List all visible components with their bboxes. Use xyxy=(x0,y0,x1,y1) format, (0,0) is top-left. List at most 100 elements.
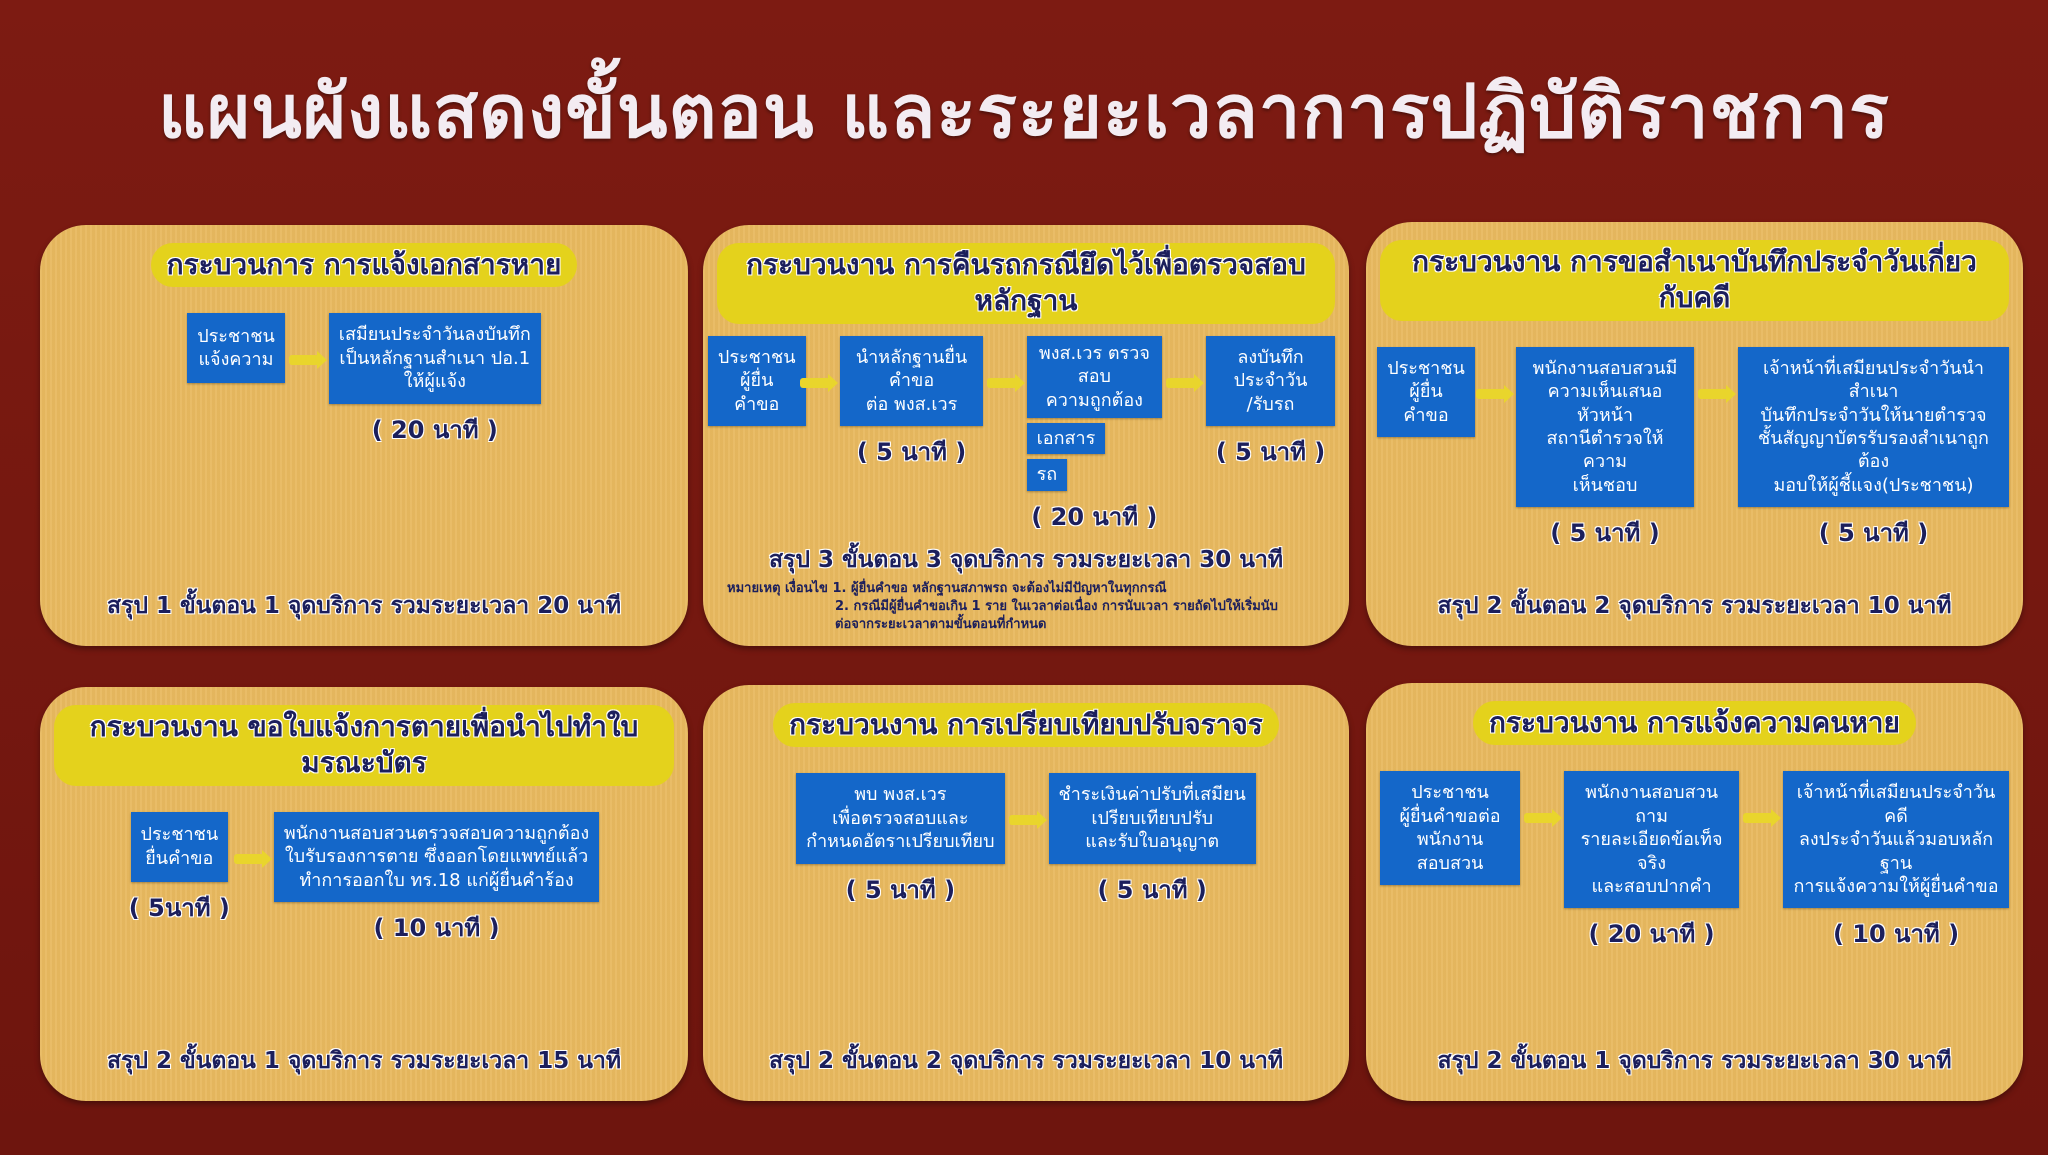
panel-summary: สรุป 2 ขั้นตอน 1 จุดบริการ รวมระยะเวลา 1… xyxy=(106,1048,622,1075)
step-box-line: ให้ผู้แจ้ง xyxy=(403,371,466,393)
step-box-line: เสมียนประจำวันลงบันทึก xyxy=(338,324,531,346)
step-box: เจ้าหน้าที่เสมียนประจำวันนำสำเนาบันทึกปร… xyxy=(1738,346,2009,508)
step-box-line: พงส.เวร ตรวจสอบ xyxy=(1038,342,1150,388)
step-box-line: เปรียบเทียบปรับ xyxy=(1091,807,1214,829)
step-box: รถ xyxy=(1026,459,1068,491)
step-box-line: ประชาชน xyxy=(140,824,219,846)
arrow-right-icon xyxy=(1524,809,1563,828)
step-box-line: และรับใบอนุญาต xyxy=(1085,831,1220,853)
step-duration: ( 20 นาที ) xyxy=(371,415,498,444)
process-step: เจ้าหน้าที่เสมียนประจำวันคดีลงประจำวันแล… xyxy=(1783,771,2009,953)
panel-title: กระบวนงาน การเปรียบเทียบปรับจราจร xyxy=(773,703,1279,748)
process-step: พนักงานสอบสวนตรวจสอบความถูกต้องใบรับรองก… xyxy=(273,811,600,947)
step-box-line: ความเห็นเสนอหัวหน้า xyxy=(1547,381,1663,426)
step-box-line: กำหนดอัตราเปรียบเทียบ xyxy=(806,831,995,853)
step-box-line: เจ้าหน้าที่เสมียนประจำวันนำสำเนา xyxy=(1762,357,1985,403)
step-box-line: ประชาชน xyxy=(1387,357,1465,379)
step-box-line: ชำระเงินค่าปรับที่เสมียน xyxy=(1058,784,1246,806)
process-panel: กระบวนงาน การเปรียบเทียบปรับจราจรพบ พงส.… xyxy=(703,685,1349,1101)
step-box-line: และสอบปากคำ xyxy=(1591,875,1712,897)
panel-title: กระบวนงาน การแจ้งความคนหาย xyxy=(1473,701,1916,746)
arrow-right-icon xyxy=(1475,384,1514,403)
step-duration: ( 20 นาที ) xyxy=(1588,920,1715,949)
arrow-right-icon xyxy=(1743,809,1782,828)
process-step: ชำระเงินค่าปรับที่เสมียนเปรียบเทียบปรับแ… xyxy=(1048,773,1256,908)
panel-summary: สรุป 2 ขั้นตอน 1 จุดบริการ รวมระยะเวลา 3… xyxy=(1437,1048,1952,1075)
step-duration: ( 10 นาที ) xyxy=(373,913,500,942)
panel-title: กระบวนงาน การขอสำเนาบันทึกประจำวันเกี่ยว… xyxy=(1380,240,2009,321)
step-box-line: การแจ้งความให้ผู้ยื่นคำขอ xyxy=(1793,875,1999,897)
step-box-line: เห็นชอบ xyxy=(1572,474,1638,496)
step-box-line: ชั้นสัญญาบัตรรับรองสำเนาถูกต้อง xyxy=(1758,427,1989,473)
step-duration: ( 10 นาที ) xyxy=(1832,920,1960,949)
step-box-line: เจ้าหน้าที่เสมียนประจำวันคดี xyxy=(1796,782,1996,827)
step-box-line: บันทึกประจำวันให้นายตำรวจ xyxy=(1760,404,1987,426)
step-box-line: พนักงานสอบสวน xyxy=(1416,829,1484,874)
note-item: 2. กรณีมีผู้ยื่นคำขอเกิน 1 ราย ในเวลาต่อ… xyxy=(835,598,1278,614)
process-panel: กระบวนงาน การคืนรถกรณียึดไว้เพื่อตรวจสอบ… xyxy=(703,225,1349,646)
note-item: 1. ผู้ยื่นคำขอ หลักฐานสภาพรถ จะต้องไม่มี… xyxy=(832,580,1167,596)
step-box: พบ พงส.เวรเพื่อตรวจสอบและกำหนดอัตราเปรีย… xyxy=(796,773,1005,864)
panel-title: กระบวนการ การแจ้งเอกสารหาย xyxy=(150,243,578,288)
process-step: เสมียนประจำวันลงบันทึกเป็นหลักฐานสำเนา ป… xyxy=(328,313,541,448)
process-step: ประชาชนผู้ยื่นคำขอ xyxy=(707,335,806,426)
process-panel: กระบวนการ การแจ้งเอกสารหายประชาชนแจ้งควา… xyxy=(40,225,688,646)
step-box-line: ประชาชน xyxy=(717,346,796,368)
panel-title: กระบวนงาน ขอใบแจ้งการตายเพื่อนำไปทำใบมรณ… xyxy=(54,705,674,786)
step-duration: ( 5 นาที ) xyxy=(1818,519,1929,548)
step-box-line: พนักงานสอบสวนมี xyxy=(1532,357,1678,379)
step-box: พงส.เวร ตรวจสอบความถูกต้อง xyxy=(1026,335,1163,418)
step-duration: ( 5 นาที ) xyxy=(1097,875,1207,904)
step-box-line: ลงบันทึกประจำวัน xyxy=(1233,346,1308,392)
process-step: ประชาชนแจ้งความ xyxy=(187,313,285,384)
process-panel: กระบวนงาน การแจ้งความคนหายประชาชนผู้ยื่น… xyxy=(1366,683,2023,1101)
process-flow: ประชาชนผู้ยื่นคำขอต่อพนักงานสอบสวน พนักงา… xyxy=(1380,771,2009,953)
step-box-line: รถ xyxy=(1036,464,1058,486)
process-step: พนักงานสอบสวนมีความเห็นเสนอหัวหน้าสถานีต… xyxy=(1515,346,1694,552)
step-box-line: ความถูกต้อง xyxy=(1045,389,1143,411)
step-box-line: ผู้ยื่นคำขอ xyxy=(734,370,780,415)
arrow-right-icon xyxy=(986,373,1025,392)
step-duration: ( 5 นาที ) xyxy=(1550,519,1660,548)
step-duration: ( 5 นาที ) xyxy=(1215,437,1326,466)
process-flow: ประชาชนแจ้งความ เสมียนประจำวันลงบันทึกเป็… xyxy=(54,313,674,448)
step-box: ชำระเงินค่าปรับที่เสมียนเปรียบเทียบปรับแ… xyxy=(1048,773,1256,864)
step-box-line: ผู้ยื่นคำขอต่อ xyxy=(1399,805,1501,827)
step-duration: ( 5 นาที ) xyxy=(845,875,956,904)
panel-note: หมายเหตุ เงื่อนไข 1. ผู้ยื่นคำขอ หลักฐาน… xyxy=(717,580,1335,635)
step-box-line: ทำการออกใบ ทร.18 แก่ผู้ยื่นคำร้อง xyxy=(299,869,574,891)
step-duration: ( 20 นาที ) xyxy=(1031,502,1158,531)
step-box-line: ประชาชน xyxy=(1411,782,1489,804)
step-box-line: สถานีตำรวจให้ความ xyxy=(1546,427,1664,473)
step-box: ประชาชนยื่นคำขอ xyxy=(130,811,229,882)
step-box-line: เพื่อตรวจสอบและ xyxy=(832,807,969,829)
step-box-line: พนักงานสอบสวนถาม xyxy=(1585,782,1718,827)
process-panel: กระบวนงาน ขอใบแจ้งการตายเพื่อนำไปทำใบมรณ… xyxy=(40,687,688,1101)
process-flow: พบ พงส.เวรเพื่อตรวจสอบและกำหนดอัตราเปรีย… xyxy=(717,773,1335,908)
step-box-line: ยื่นคำขอ xyxy=(145,847,214,869)
step-box: ประชาชนแจ้งความ xyxy=(187,313,285,384)
panel-summary: สรุป 2 ขั้นตอน 2 จุดบริการ รวมระยะเวลา 1… xyxy=(1437,593,1952,620)
step-box: เอกสาร xyxy=(1026,422,1106,455)
panel-summary: สรุป 1 ขั้นตอน 1 จุดบริการ รวมระยะเวลา 2… xyxy=(106,593,622,620)
step-box-line: เป็นหลักฐานสำเนา ปอ.1 xyxy=(339,347,531,369)
process-step: ลงบันทึกประจำวัน/รับรถ ( 5 นาที ) xyxy=(1206,335,1335,471)
step-box: ประชาชนผู้ยื่นคำขอ xyxy=(1377,346,1475,437)
step-box-line: ประชาชน xyxy=(197,326,275,347)
step-box-line: แจ้งความ xyxy=(198,349,274,371)
step-box: นำหลักฐานยื่นคำขอต่อ พงส.เวร xyxy=(840,335,983,426)
process-step: นำหลักฐานยื่นคำขอต่อ พงส.เวร ( 5 นาที ) xyxy=(840,335,983,471)
step-box-line: พนักงานสอบสวนตรวจสอบความถูกต้อง xyxy=(283,822,590,844)
process-step: พงส.เวร ตรวจสอบความถูกต้องเอกสารรถ ( 20 น… xyxy=(1026,335,1163,536)
step-box: พนักงานสอบสวนตรวจสอบความถูกต้องใบรับรองก… xyxy=(273,811,600,902)
board-title: แผนผังแสดงขั้นตอน และระยะเวลาการปฏิบัติร… xyxy=(158,69,1890,155)
arrow-right-icon xyxy=(233,849,272,868)
step-box: ลงบันทึกประจำวัน/รับรถ xyxy=(1206,335,1335,426)
step-duration: ( 5นาที ) xyxy=(128,893,230,922)
step-box: ประชาชนผู้ยื่นคำขอ xyxy=(707,335,806,426)
process-step: พบ พงส.เวรเพื่อตรวจสอบและกำหนดอัตราเปรีย… xyxy=(796,773,1005,908)
process-flow: ประชาชนยื่นคำขอ ( 5นาที ) พนักงานสอบสวนตรว… xyxy=(54,811,674,947)
step-box-line: พบ พงส.เวร xyxy=(854,784,947,806)
process-step: ประชาชนผู้ยื่นคำขอ xyxy=(1377,346,1475,437)
step-duration: ( 5 นาที ) xyxy=(856,437,967,466)
